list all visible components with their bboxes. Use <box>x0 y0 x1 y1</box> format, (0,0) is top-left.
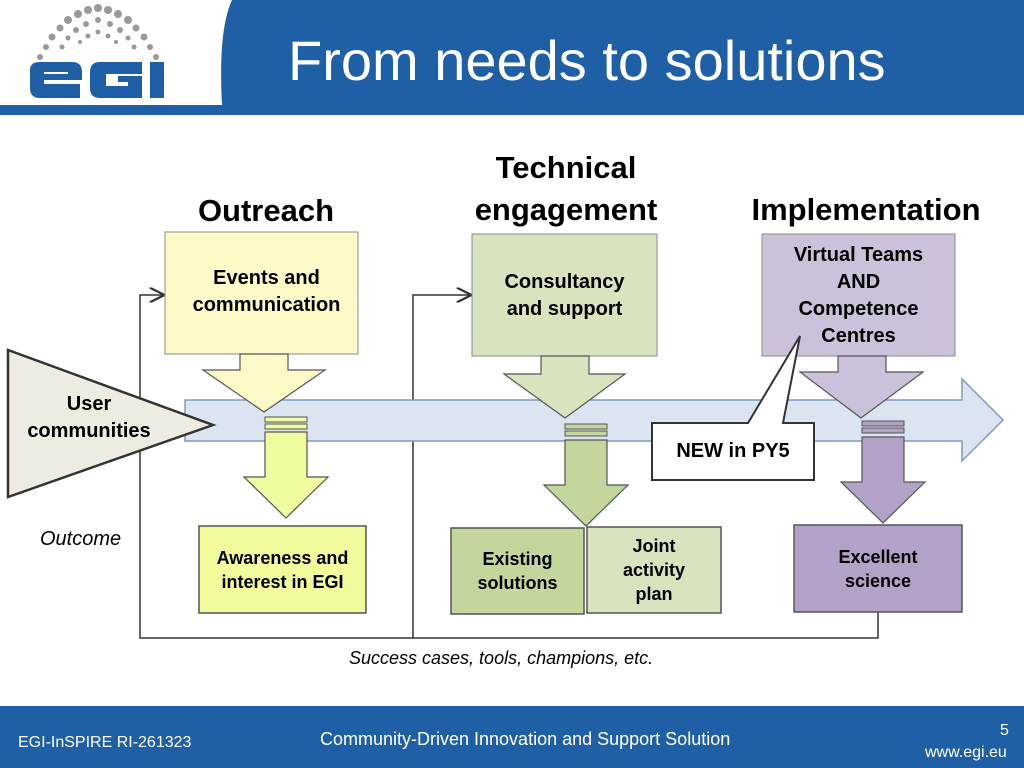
consultancy-box-label: Consultancy and support <box>504 271 625 320</box>
footer-center-text: Community-Driven Innovation and Support … <box>320 729 731 749</box>
footer-url: www.egi.eu <box>925 744 1007 761</box>
new-in-py5-label: NEW in PY5 <box>676 440 790 462</box>
footer-project-id: EGI-InSPIRE RI-261323 <box>18 734 192 751</box>
awareness-box <box>198 525 367 614</box>
science-down-arrow <box>839 436 927 524</box>
feedback-label: Success cases, tools, champions, etc. <box>349 648 654 668</box>
page-number: 5 <box>1000 722 1009 739</box>
events-down-arrow <box>201 353 327 413</box>
virtual-teams-box <box>761 233 956 357</box>
events-box-label: Events and communication <box>192 267 341 316</box>
outcome-label: Outcome <box>40 528 122 550</box>
callout-bubble <box>651 335 815 481</box>
feedback-loop-outer <box>139 295 879 639</box>
logo-panel <box>0 0 250 105</box>
column-header-outreach: Outreach <box>197 193 335 228</box>
excellent-box-label: Excellent science <box>838 546 918 591</box>
egi-logo-icon <box>0 0 232 105</box>
column-header-implementation: Implementation <box>751 192 981 227</box>
column-header-technical: Technical engagement <box>474 150 658 227</box>
feedback-loop-inner <box>412 295 470 638</box>
footer-bar: EGI-InSPIRE RI-261323 Community-Driven I… <box>0 706 1024 768</box>
joint-box-label: Joint activity plan <box>622 536 686 604</box>
user-communities-triangle <box>6 348 217 499</box>
consultancy-box <box>471 233 658 357</box>
events-box <box>164 231 359 355</box>
existing-box-label: Existing solutions <box>477 549 558 593</box>
excellent-box <box>793 524 963 613</box>
existing-box <box>450 527 585 615</box>
implementation-down-arrow <box>798 355 925 419</box>
joint-box <box>586 526 722 614</box>
solutions-down-arrow <box>542 439 630 527</box>
awareness-down-arrow <box>242 431 330 519</box>
consultancy-down-arrow <box>502 355 627 419</box>
user-communities-label: User communities <box>27 393 151 442</box>
awareness-box-label: Awareness and interest in EGI <box>216 547 349 592</box>
page-title: From needs to solutions <box>288 29 886 92</box>
diagram-canvas <box>6 231 1005 639</box>
virtual-teams-box-label: Virtual Teams AND Competence Centres <box>793 244 924 347</box>
